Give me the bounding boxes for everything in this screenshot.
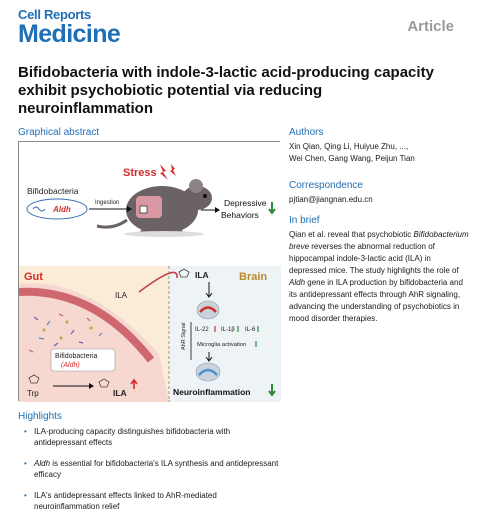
correspondence-email[interactable]: pjtian@jiangnan.edu.cn <box>289 195 373 204</box>
depressive-label-1: Depressive <box>224 198 267 208</box>
bullet-icon: • <box>24 491 27 500</box>
authors-line1: Xin Qian, Qing Li, Huiyue Zhu, ..., <box>289 142 409 151</box>
graphical-abstract-figure: Stress Bifidobacteria Aldh Ingestion Dep… <box>19 142 281 402</box>
in-brief-text: Qian et al. reveal that psychobiotic Bif… <box>289 230 469 323</box>
graphical-abstract-heading: Graphical abstract <box>18 127 100 138</box>
bacteria-cluster <box>28 313 103 353</box>
il22-label: IL-22 <box>195 327 209 333</box>
stress-label: Stress <box>123 167 157 179</box>
aldh-label: Aldh <box>52 205 71 214</box>
trp-label: Trp <box>27 389 39 398</box>
down-arrow-icon-2 <box>268 384 276 397</box>
ila-brain-molecule-icon <box>178 268 190 278</box>
gut-label: Gut <box>24 271 43 283</box>
neuroinflammation-label: Neuroinflammation <box>173 387 250 397</box>
journal-name-line2: Medicine <box>18 20 121 48</box>
ahr-signal-label: AhR Signal <box>181 322 187 350</box>
bifido-small-box <box>50 348 116 372</box>
bifido-small-label: Bifidobacteria <box>55 353 98 360</box>
ingestion-label: Ingestion <box>95 200 119 206</box>
bullet-icon: • <box>24 427 27 436</box>
mouse-icon <box>96 179 212 237</box>
authors-heading: Authors <box>289 127 324 138</box>
dna-icon <box>32 206 46 212</box>
journal-logo[interactable]: Cell Reports Medicine <box>18 7 121 48</box>
highlights-list: • ILA-producing capacity distinguishes b… <box>24 426 284 522</box>
gut-wall <box>19 287 155 363</box>
in-brief-heading: In brief <box>289 215 320 226</box>
bifido-label: Bifidobacteria <box>27 186 79 196</box>
trp-molecule-icon <box>28 374 40 384</box>
lightning-icon <box>160 164 168 180</box>
up-arrow-icon <box>130 378 138 389</box>
highlight-item: • ILA's antidepressant effects linked to… <box>24 491 217 511</box>
depressive-label-2: Behaviors <box>221 210 259 220</box>
correspondence-heading: Correspondence <box>289 180 363 191</box>
il6-label: IL-6 <box>245 327 256 333</box>
ila-gut-label: ILA <box>115 291 128 300</box>
brain-panel <box>170 266 281 402</box>
brain-label: Brain <box>239 271 267 283</box>
ila-bottom-label: ILA <box>113 388 127 398</box>
lightning-icon-small <box>170 164 176 176</box>
authors-line2: Wei Chen, Gang Wang, Peijun Tian <box>289 154 415 163</box>
aldh-small-label: (Aldh) <box>61 362 80 369</box>
circulation-path <box>138 271 178 293</box>
article-title: Bifidobacteria with indole-3-lactic acid… <box>18 64 434 117</box>
bullet-icon: • <box>24 459 27 468</box>
down-arrow-icon <box>268 202 276 215</box>
highlight-item: • Aldh is essential for bifidobacteria's… <box>24 459 279 479</box>
bifido-capsule <box>26 198 88 220</box>
ila-brain-label: ILA <box>195 270 209 280</box>
highlights-heading: Highlights <box>18 411 62 422</box>
ila-molecule-icon <box>98 378 110 388</box>
il1b-label: IL-1β <box>221 327 235 333</box>
highlight-item: • ILA-producing capacity distinguishes b… <box>24 427 231 447</box>
microglia-label: Microglia activation <box>197 342 246 348</box>
graphical-abstract: Stress Bifidobacteria Aldh Ingestion Dep… <box>18 141 281 402</box>
hippocampus-icon-top <box>196 300 220 320</box>
article-type-label: Article <box>407 18 454 35</box>
hippocampus-icon-bottom <box>195 362 221 382</box>
journal-name-line1: Cell Reports <box>18 7 91 22</box>
